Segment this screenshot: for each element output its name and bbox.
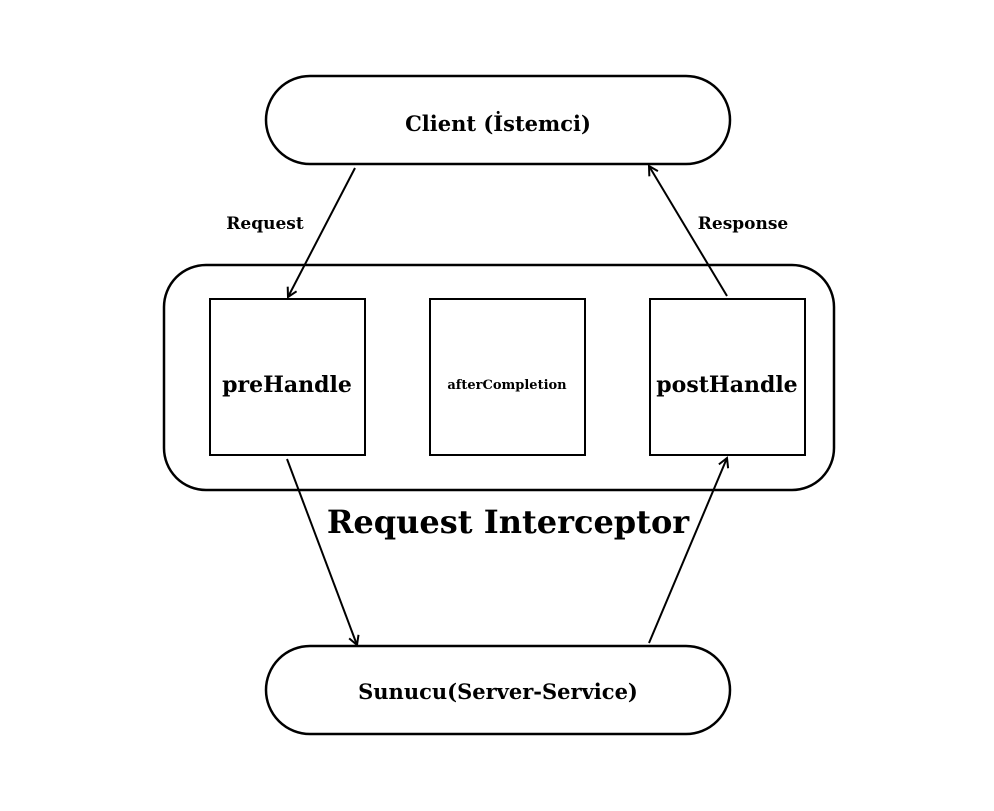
response-label: Response: [698, 214, 789, 234]
prehandle-to-server-arrow: [286, 458, 357, 645]
server-node: Sunucu(Server-Service): [264, 644, 732, 736]
prehandle-label: preHandle: [222, 372, 352, 398]
response-arrow: [649, 166, 728, 297]
posthandle-label: postHandle: [656, 372, 797, 398]
client-label: Client (İstemci): [405, 111, 591, 136]
server-label: Sunucu(Server-Service): [358, 679, 638, 704]
request-arrow: [288, 167, 356, 297]
request-label: Request: [226, 214, 304, 234]
prehandle-node: preHandle: [209, 298, 366, 456]
server-to-posthandle-arrow: [648, 458, 727, 644]
client-node: Client (İstemci): [264, 74, 732, 166]
aftercompletion-label: afterCompletion: [447, 378, 567, 393]
interceptor-title: Request Interceptor: [327, 503, 690, 541]
posthandle-node: postHandle: [649, 298, 806, 456]
aftercompletion-node: afterCompletion: [429, 298, 586, 456]
